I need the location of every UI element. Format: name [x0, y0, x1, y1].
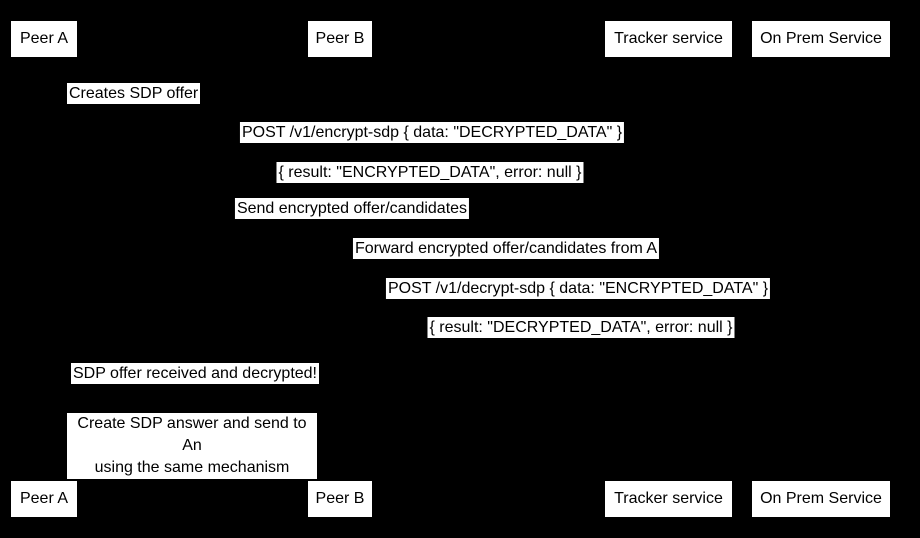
message-post-encrypt-sdp: POST /v1/encrypt-sdp { data: "DECRYPTED_… — [239, 122, 625, 143]
note-create-sdp-answer: Create SDP answer and send to An using t… — [67, 413, 317, 479]
participant-peer-a-top: Peer A — [11, 21, 77, 57]
lifeline-tracker-service — [668, 57, 669, 481]
lifeline-peer-b — [340, 57, 341, 481]
participant-on-prem-service-top: On Prem Service — [752, 21, 890, 57]
lifeline-peer-a — [43, 57, 44, 481]
participant-tracker-service-top: Tracker service — [605, 21, 732, 57]
message-forward-encrypted-offer: Forward encrypted offer/candidates from … — [352, 238, 660, 259]
message-result-encrypted-data: { result: "ENCRYPTED_DATA", error: null … — [276, 162, 584, 183]
participant-tracker-service-bottom: Tracker service — [605, 481, 732, 517]
message-send-encrypted-offer: Send encrypted offer/candidates — [234, 198, 470, 219]
message-post-decrypt-sdp: POST /v1/decrypt-sdp { data: "ENCRYPTED_… — [385, 278, 771, 299]
participant-on-prem-service-bottom: On Prem Service — [752, 481, 890, 517]
participant-peer-b-top: Peer B — [308, 21, 372, 57]
participant-peer-a-bottom: Peer A — [11, 481, 77, 517]
note-line-1: Create SDP answer and send to An — [77, 415, 307, 454]
lifeline-on-prem-service — [821, 57, 822, 481]
message-result-decrypted-data: { result: "DECRYPTED_DATA", error: null … — [427, 317, 735, 338]
message-sdp-offer-received: SDP offer received and decrypted! — [71, 363, 319, 384]
note-line-2: using the same mechanism — [94, 459, 290, 476]
participant-peer-b-bottom: Peer B — [308, 481, 372, 517]
message-creates-sdp-offer: Creates SDP offer — [67, 83, 201, 104]
